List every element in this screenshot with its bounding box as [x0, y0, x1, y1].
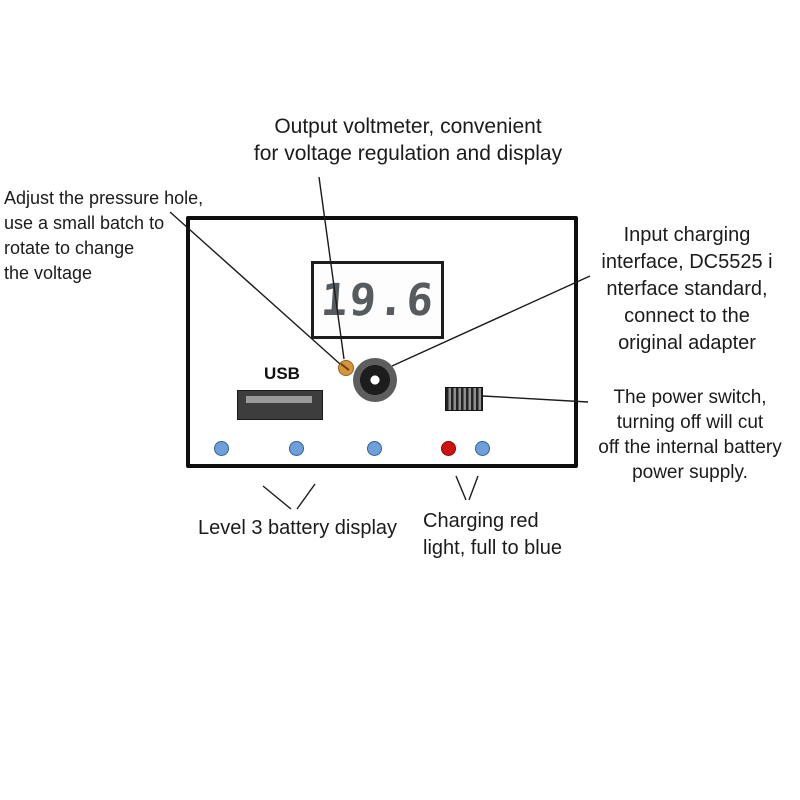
battery-led-2 — [289, 441, 304, 456]
usb-label: USB — [264, 364, 300, 383]
voltmeter-value: 19.6 — [318, 274, 437, 326]
label-charging-light: Charging red light, full to blue — [423, 510, 562, 559]
power-switch — [445, 387, 483, 411]
label-battery-display: Level 3 battery display — [198, 517, 398, 539]
usb-port — [237, 390, 323, 420]
label-output-voltmeter: Output voltmeter, convenient for voltage… — [253, 115, 563, 165]
battery-led-1 — [214, 441, 229, 456]
charging-led-blue — [475, 441, 490, 456]
voltmeter-display: 19.6 — [311, 261, 444, 339]
label-power-switch: The power switch, turning off will cut o… — [598, 387, 782, 483]
label-input-charging-interface: Input charging interface, DC5525 i nterf… — [601, 224, 773, 354]
label-adjust-pressure-hole: Adjust the pressure hole, use a small ba… — [4, 188, 204, 283]
pointer-v-battery-left — [262, 485, 292, 510]
device-body: 19.6 USB — [186, 216, 578, 468]
pointer-v-battery-right — [296, 483, 316, 510]
battery-led-3 — [367, 441, 382, 456]
usb-port-tongue — [246, 396, 312, 403]
pointer-v-charging-right — [468, 475, 479, 501]
dc-charging-jack — [353, 358, 397, 402]
screw-slot — [340, 363, 350, 371]
charging-led-red — [441, 441, 456, 456]
voltage-adjust-screw — [338, 360, 354, 376]
pointer-v-charging-left — [455, 475, 467, 501]
